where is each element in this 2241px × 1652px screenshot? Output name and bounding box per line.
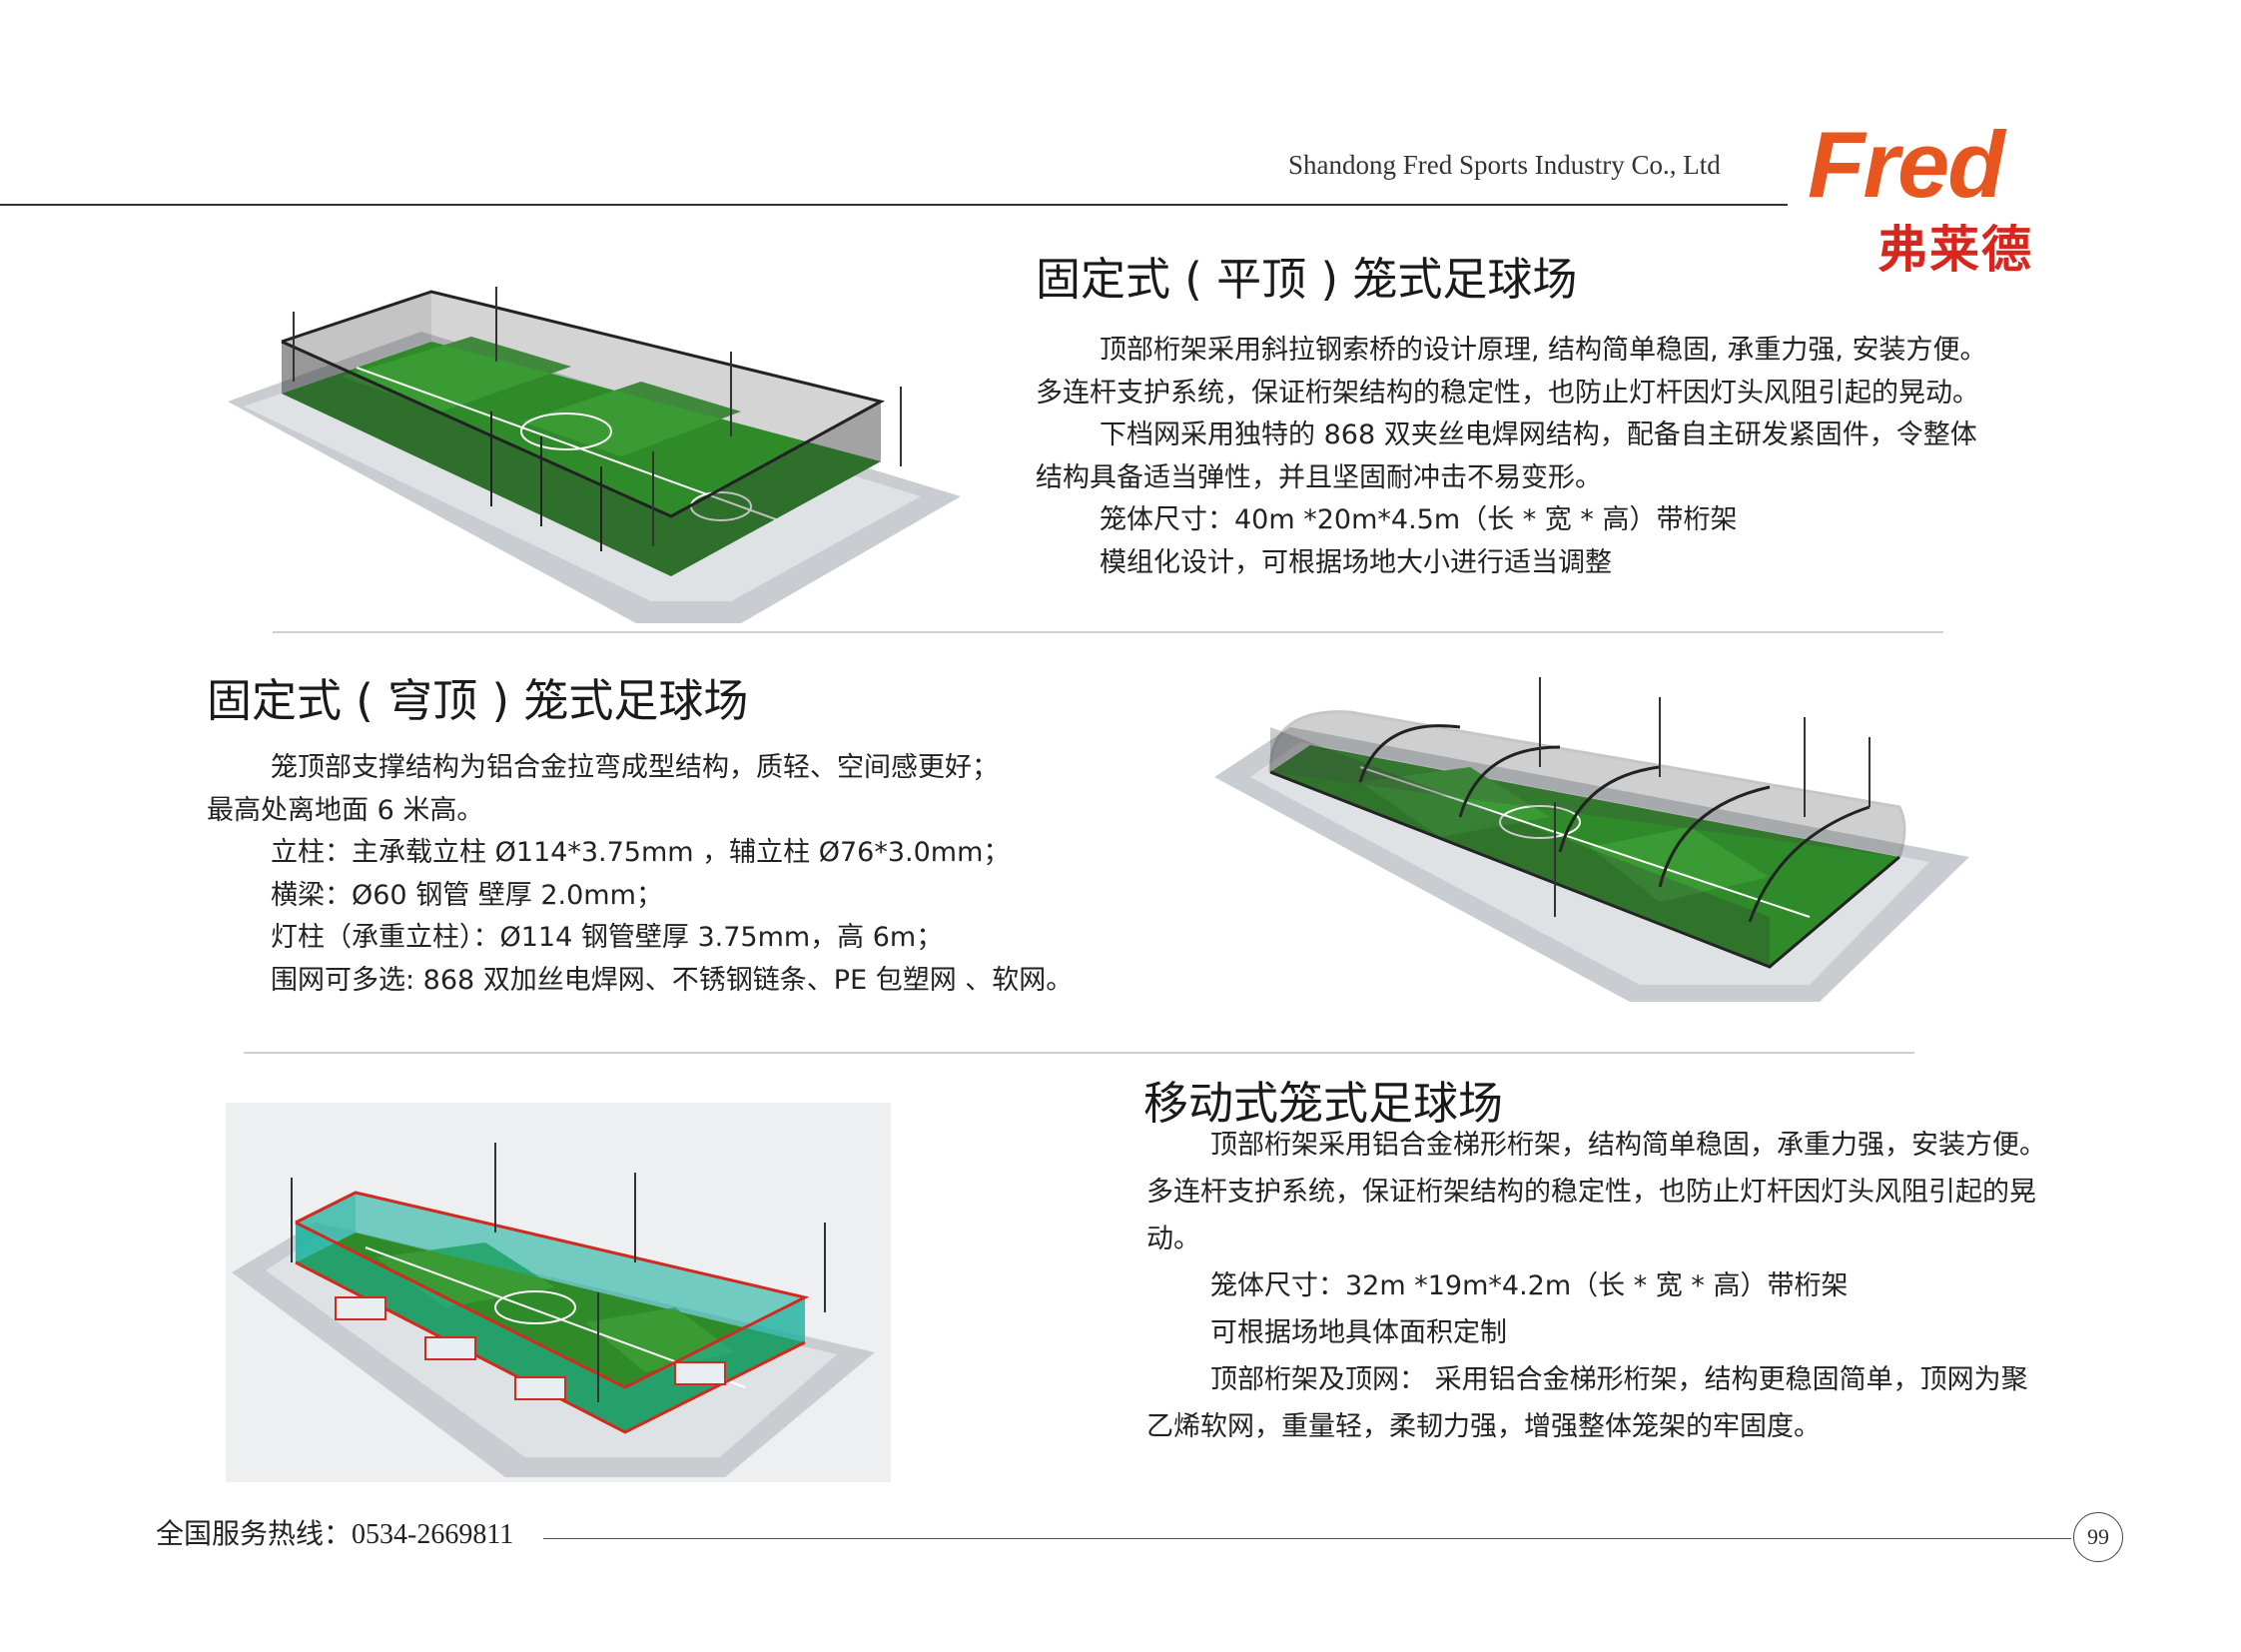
body-line: 顶部桁架采用铝合金梯形桁架，结构简单稳固，承重力强，安装方便。	[1210, 1130, 2046, 1161]
body-line: 动。	[1146, 1224, 1200, 1254]
section-body-dome-roof: 笼顶部支撑结构为铝合金拉弯成型结构，质轻、空间感更好； 最高处离地面 6 米高。…	[207, 747, 1073, 1002]
section-body-flat-roof: 顶部桁架采用斜拉钢索桥的设计原理, 结构简单稳固, 承重力强, 安装方便。 多连…	[1036, 330, 1987, 584]
section-title-mobile: 移动式笼式足球场	[1143, 1077, 1504, 1130]
body-line: 乙烯软网，重量轻，柔韧力强，增强整体笼架的牢固度。	[1146, 1411, 1821, 1442]
section-divider	[244, 1052, 1914, 1054]
service-hotline: 全国服务热线：0534-2669811	[156, 1519, 514, 1550]
body-line: 结构具备适当弹性，并且坚固耐冲击不易变形。	[1036, 461, 1602, 493]
company-name: Shandong Fred Sports Industry Co., Ltd	[1288, 150, 1721, 180]
body-line: 顶部桁架及顶网： 采用铝合金梯形桁架，结构更稳固简单，顶网为聚	[1210, 1364, 2028, 1395]
body-line: 横梁：Ø60 钢管 壁厚 2.0mm；	[271, 879, 663, 911]
logo-wordmark: Fred	[1808, 112, 2005, 217]
body-line: 围网可多选: 868 双加丝电焊网、不锈钢链条、PE 包塑网 、软网。	[271, 964, 1074, 996]
body-line: 立柱：主承载立柱 Ø114*3.75mm ，辅立柱 Ø76*3.0mm；	[271, 837, 1011, 868]
body-line: 可根据场地具体面积定制	[1210, 1317, 1507, 1348]
brand-logo: Fred 弗莱德	[1808, 112, 2137, 280]
body-line: 顶部桁架采用斜拉钢索桥的设计原理, 结构简单稳固, 承重力强, 安装方便。	[1100, 335, 1987, 366]
mobile-field-image	[226, 1103, 891, 1482]
section-title-flat-roof: 固定式 ( 平顶 ) 笼式足球场	[1036, 253, 1578, 306]
body-line: 最高处离地面 6 米高。	[207, 794, 484, 826]
body-line: 模组化设计，可根据场地大小进行适当调整	[1100, 546, 1612, 578]
flat-roof-field-image	[222, 272, 981, 631]
section-divider	[273, 631, 1943, 633]
footer-divider	[543, 1538, 2071, 1539]
body-line: 笼体尺寸：32m *19m*4.2m（长 * 宽 * 高）带桁架	[1210, 1270, 1849, 1301]
page-number: 99	[2073, 1512, 2123, 1562]
logo-chinese-name: 弗莱德	[1877, 221, 2033, 279]
body-line: 笼体尺寸：40m *20m*4.5m（长 * 宽 * 高）带桁架	[1100, 504, 1738, 535]
body-line: 灯柱（承重立柱）：Ø114 钢管壁厚 3.75mm，高 6m；	[271, 922, 944, 953]
section-title-dome-roof: 固定式 ( 穹顶 ) 笼式足球场	[207, 674, 749, 727]
body-line: 多连杆支护系统，保证桁架结构的稳定性，也防止灯杆因灯头风阻引起的晃	[1146, 1177, 2036, 1208]
body-line: 笼顶部支撑结构为铝合金拉弯成型结构，质轻、空间感更好；	[271, 752, 999, 783]
header-divider	[0, 204, 1788, 206]
dome-roof-field-image	[1210, 667, 1979, 1007]
body-line: 下档网采用独特的 868 双夹丝电焊网结构，配备自主研发紧固件，令整体	[1100, 419, 1977, 450]
section-body-mobile: 顶部桁架采用铝合金梯形桁架，结构简单稳固，承重力强，安装方便。 多连杆支护系统，…	[1146, 1122, 2046, 1450]
body-line: 多连杆支护系统，保证桁架结构的稳定性，也防止灯杆因灯头风阻引起的晃动。	[1036, 377, 1979, 409]
